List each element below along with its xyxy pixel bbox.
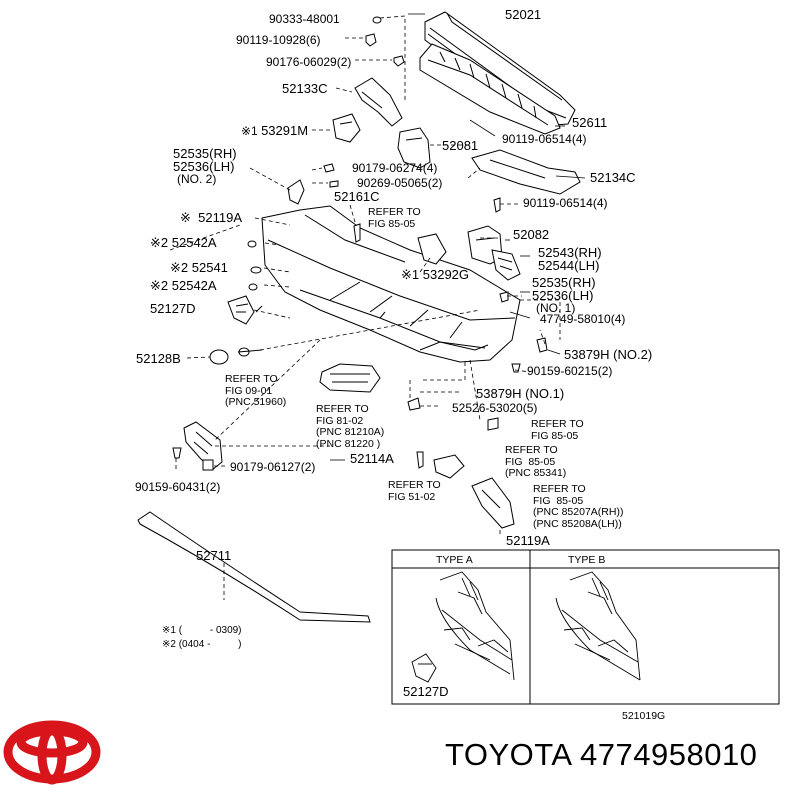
part-52082: 52082 — [513, 227, 550, 242]
seal-53292G — [417, 233, 447, 265]
brand-name: TOYOTA — [445, 737, 571, 772]
fasteners — [247, 16, 548, 469]
part-52542A-b: ※2 52542A — [150, 278, 217, 293]
part-52536-mid: 52536(LH) — [532, 288, 594, 303]
type-box — [391, 549, 780, 705]
retainer-52081 — [397, 127, 431, 169]
part-90119-10928: 90119-10928(6) — [236, 33, 321, 47]
refer-note-81-02: REFER TO FIG 81-02 (PNC 81210A) (PNC 812… — [316, 403, 385, 450]
part-90333-48001: 90333-48001 — [269, 12, 340, 26]
part-47749-58010: 47749-58010(4) — [540, 312, 626, 326]
part-90119-06514-b: 90119-06514(4) — [523, 196, 608, 210]
bracket-52535-top — [287, 179, 305, 205]
part-52127D-box: 52127D — [403, 684, 449, 699]
part-52544: 52544(LH) — [538, 258, 600, 273]
cover-52127D — [227, 295, 255, 325]
part-90179-06274: 90179-06274(4) — [352, 161, 438, 175]
part-52536-top: 52536(LH) — [173, 159, 235, 174]
fog-lamp — [319, 363, 381, 393]
cap-52128B — [209, 347, 263, 365]
part-53879H-no2: 53879H (NO.2) — [564, 347, 653, 362]
part-53292G: ※1 53292G — [401, 267, 470, 282]
part-90176-06029: 90176-06029(2) — [266, 55, 352, 69]
part-52119A-bottom: 52119A — [506, 533, 550, 548]
refer-note-85-05-b: REFER TO FIG 85-05 — [531, 418, 584, 442]
brand-caption: TOYOTA 4774958010 — [445, 737, 757, 773]
part-53879H-no1: 53879H (NO.1) — [476, 386, 565, 401]
part-no2-top: (NO. 2) — [177, 172, 217, 186]
type-b-sketch — [555, 571, 641, 681]
solid-leaders — [330, 13, 586, 461]
toyota-logo-icon — [3, 720, 101, 785]
part-52611: 52611 — [572, 115, 608, 130]
screw-90159-60431 — [172, 447, 182, 459]
legend-line-1: ※1 ( - 0309) — [162, 625, 242, 636]
cover-52543 — [491, 249, 521, 281]
leader-lines — [169, 15, 561, 600]
part-52127D: 52127D — [150, 301, 196, 316]
part-90179-06127: 90179-06127(2) — [230, 460, 316, 474]
part-90159-60215: 90159-60215(2) — [527, 364, 613, 378]
part-52021: 52021 — [505, 7, 542, 22]
bumper-cover — [261, 205, 521, 363]
clip-90179 — [202, 459, 214, 471]
part-no1-mid: (NO. 1) — [536, 301, 576, 315]
part-52711: 52711 — [196, 548, 232, 563]
type-a-sketch — [411, 571, 515, 683]
part-52541: ※2 52541 — [170, 260, 228, 275]
refer-note-09-01: REFER TO FIG 09-01 (PNC 51960) — [225, 373, 287, 408]
legend-line-2: ※2 (0404 - ) — [162, 639, 242, 650]
seal-53291M — [332, 113, 361, 143]
sensor-85207 — [471, 477, 515, 529]
part-52114A: 52114A — [350, 451, 394, 466]
bracket-52133C — [354, 77, 403, 127]
part-90159-60431: 90159-60431(2) — [135, 480, 221, 494]
part-52128B: 52128B — [136, 351, 181, 366]
part-52161C: 52161C — [334, 189, 380, 204]
refer-note-85-05-d: REFER TO FIG 85-05 (PNC 85207A(RH)) (PNC… — [533, 483, 624, 530]
type-a-label: TYPE A — [436, 554, 473, 566]
bumper-energy-absorber — [419, 43, 561, 135]
part-52133C: 52133C — [282, 81, 328, 96]
bracket-52134C — [471, 149, 581, 195]
part-85341 — [433, 454, 465, 479]
refer-note-85-05-a: REFER TO FIG 85-05 — [368, 206, 421, 230]
part-52543: 52543(RH) — [538, 245, 602, 260]
refer-note-51-02: REFER TO FIG 51-02 — [388, 479, 441, 503]
part-52526-53020: 52526-53020(5) — [452, 401, 538, 415]
part-52119A: ※ 52119A — [180, 210, 242, 225]
type-b-label: TYPE B — [568, 554, 606, 566]
part-52535-top: 52535(RH) — [173, 146, 237, 161]
part-90119-06514-a: 90119-06514(4) — [502, 132, 587, 146]
molding-52711 — [137, 511, 371, 623]
part-52535-mid: 52535(RH) — [532, 275, 596, 290]
part-52134C: 52134C — [590, 170, 636, 185]
part-90269-05065: 90269-05065(2) — [357, 176, 443, 190]
part-53291M: ※1 53291M — [241, 123, 309, 138]
part-52542A-a: ※2 52542A — [150, 235, 217, 250]
part-52081: 52081 — [442, 138, 479, 153]
figure-code: 521019G — [622, 710, 666, 722]
refer-note-85-05-c: REFER TO FIG 85-05 (PNC 85341) — [505, 444, 567, 479]
part-number: 4774958010 — [580, 737, 758, 772]
